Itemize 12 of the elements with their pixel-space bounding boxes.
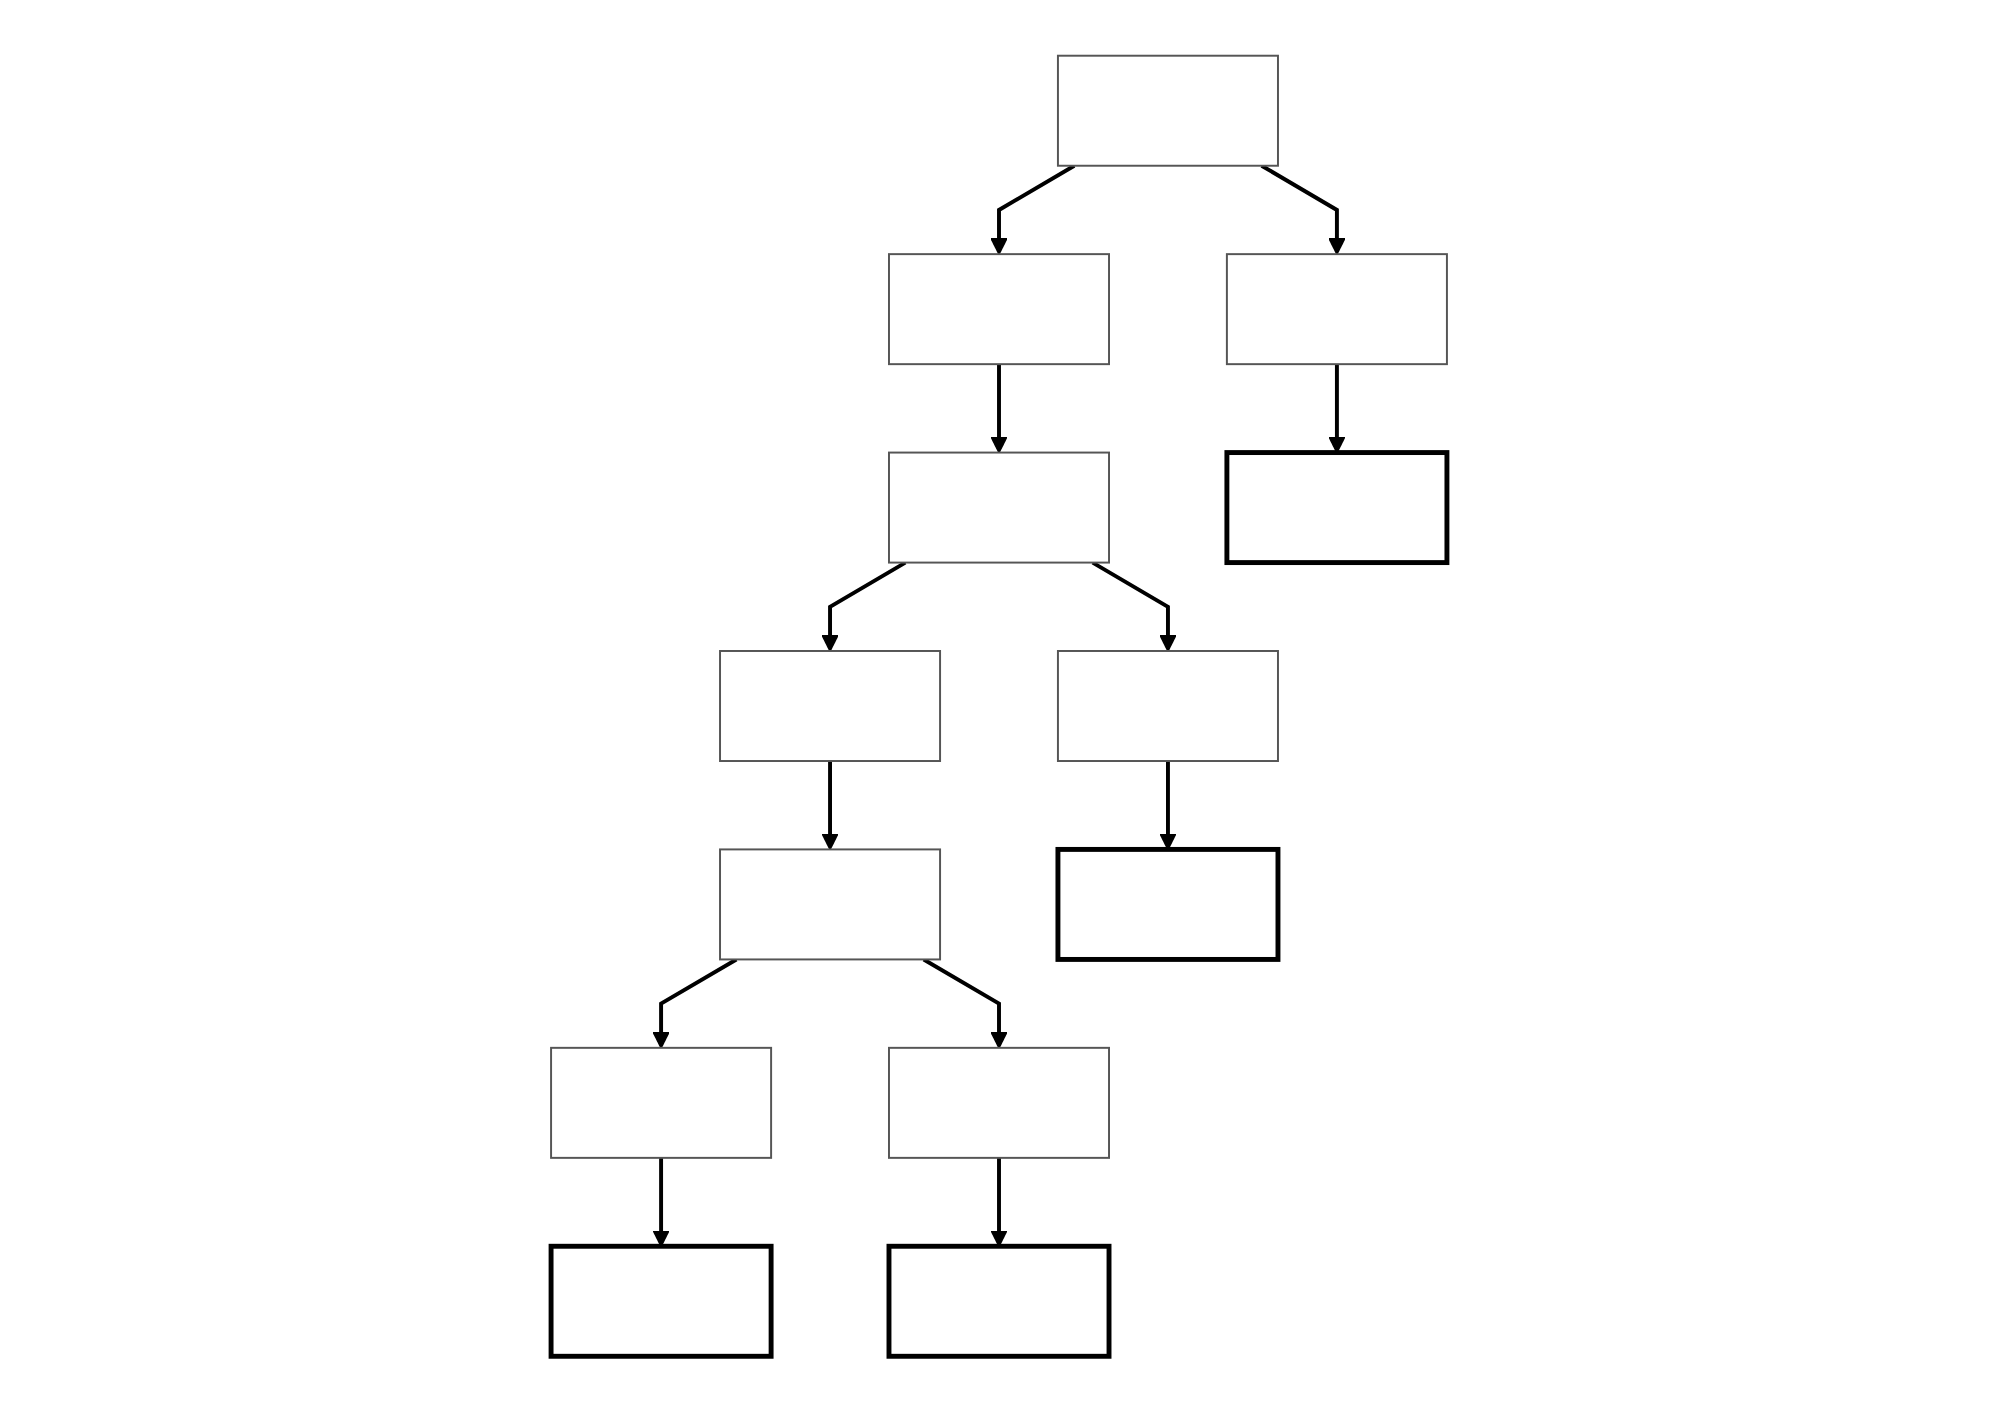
arrow <box>652 1157 670 1248</box>
arrow <box>1260 164 1346 255</box>
arrow <box>652 957 738 1049</box>
arrow <box>990 1157 1008 1248</box>
arrow <box>990 164 1076 255</box>
arrow <box>821 560 907 652</box>
arrow <box>1159 761 1177 851</box>
arrow <box>821 761 839 851</box>
arrow <box>990 364 1008 454</box>
arrow <box>1091 560 1177 652</box>
arrow <box>922 957 1008 1049</box>
arrow <box>1328 364 1346 454</box>
